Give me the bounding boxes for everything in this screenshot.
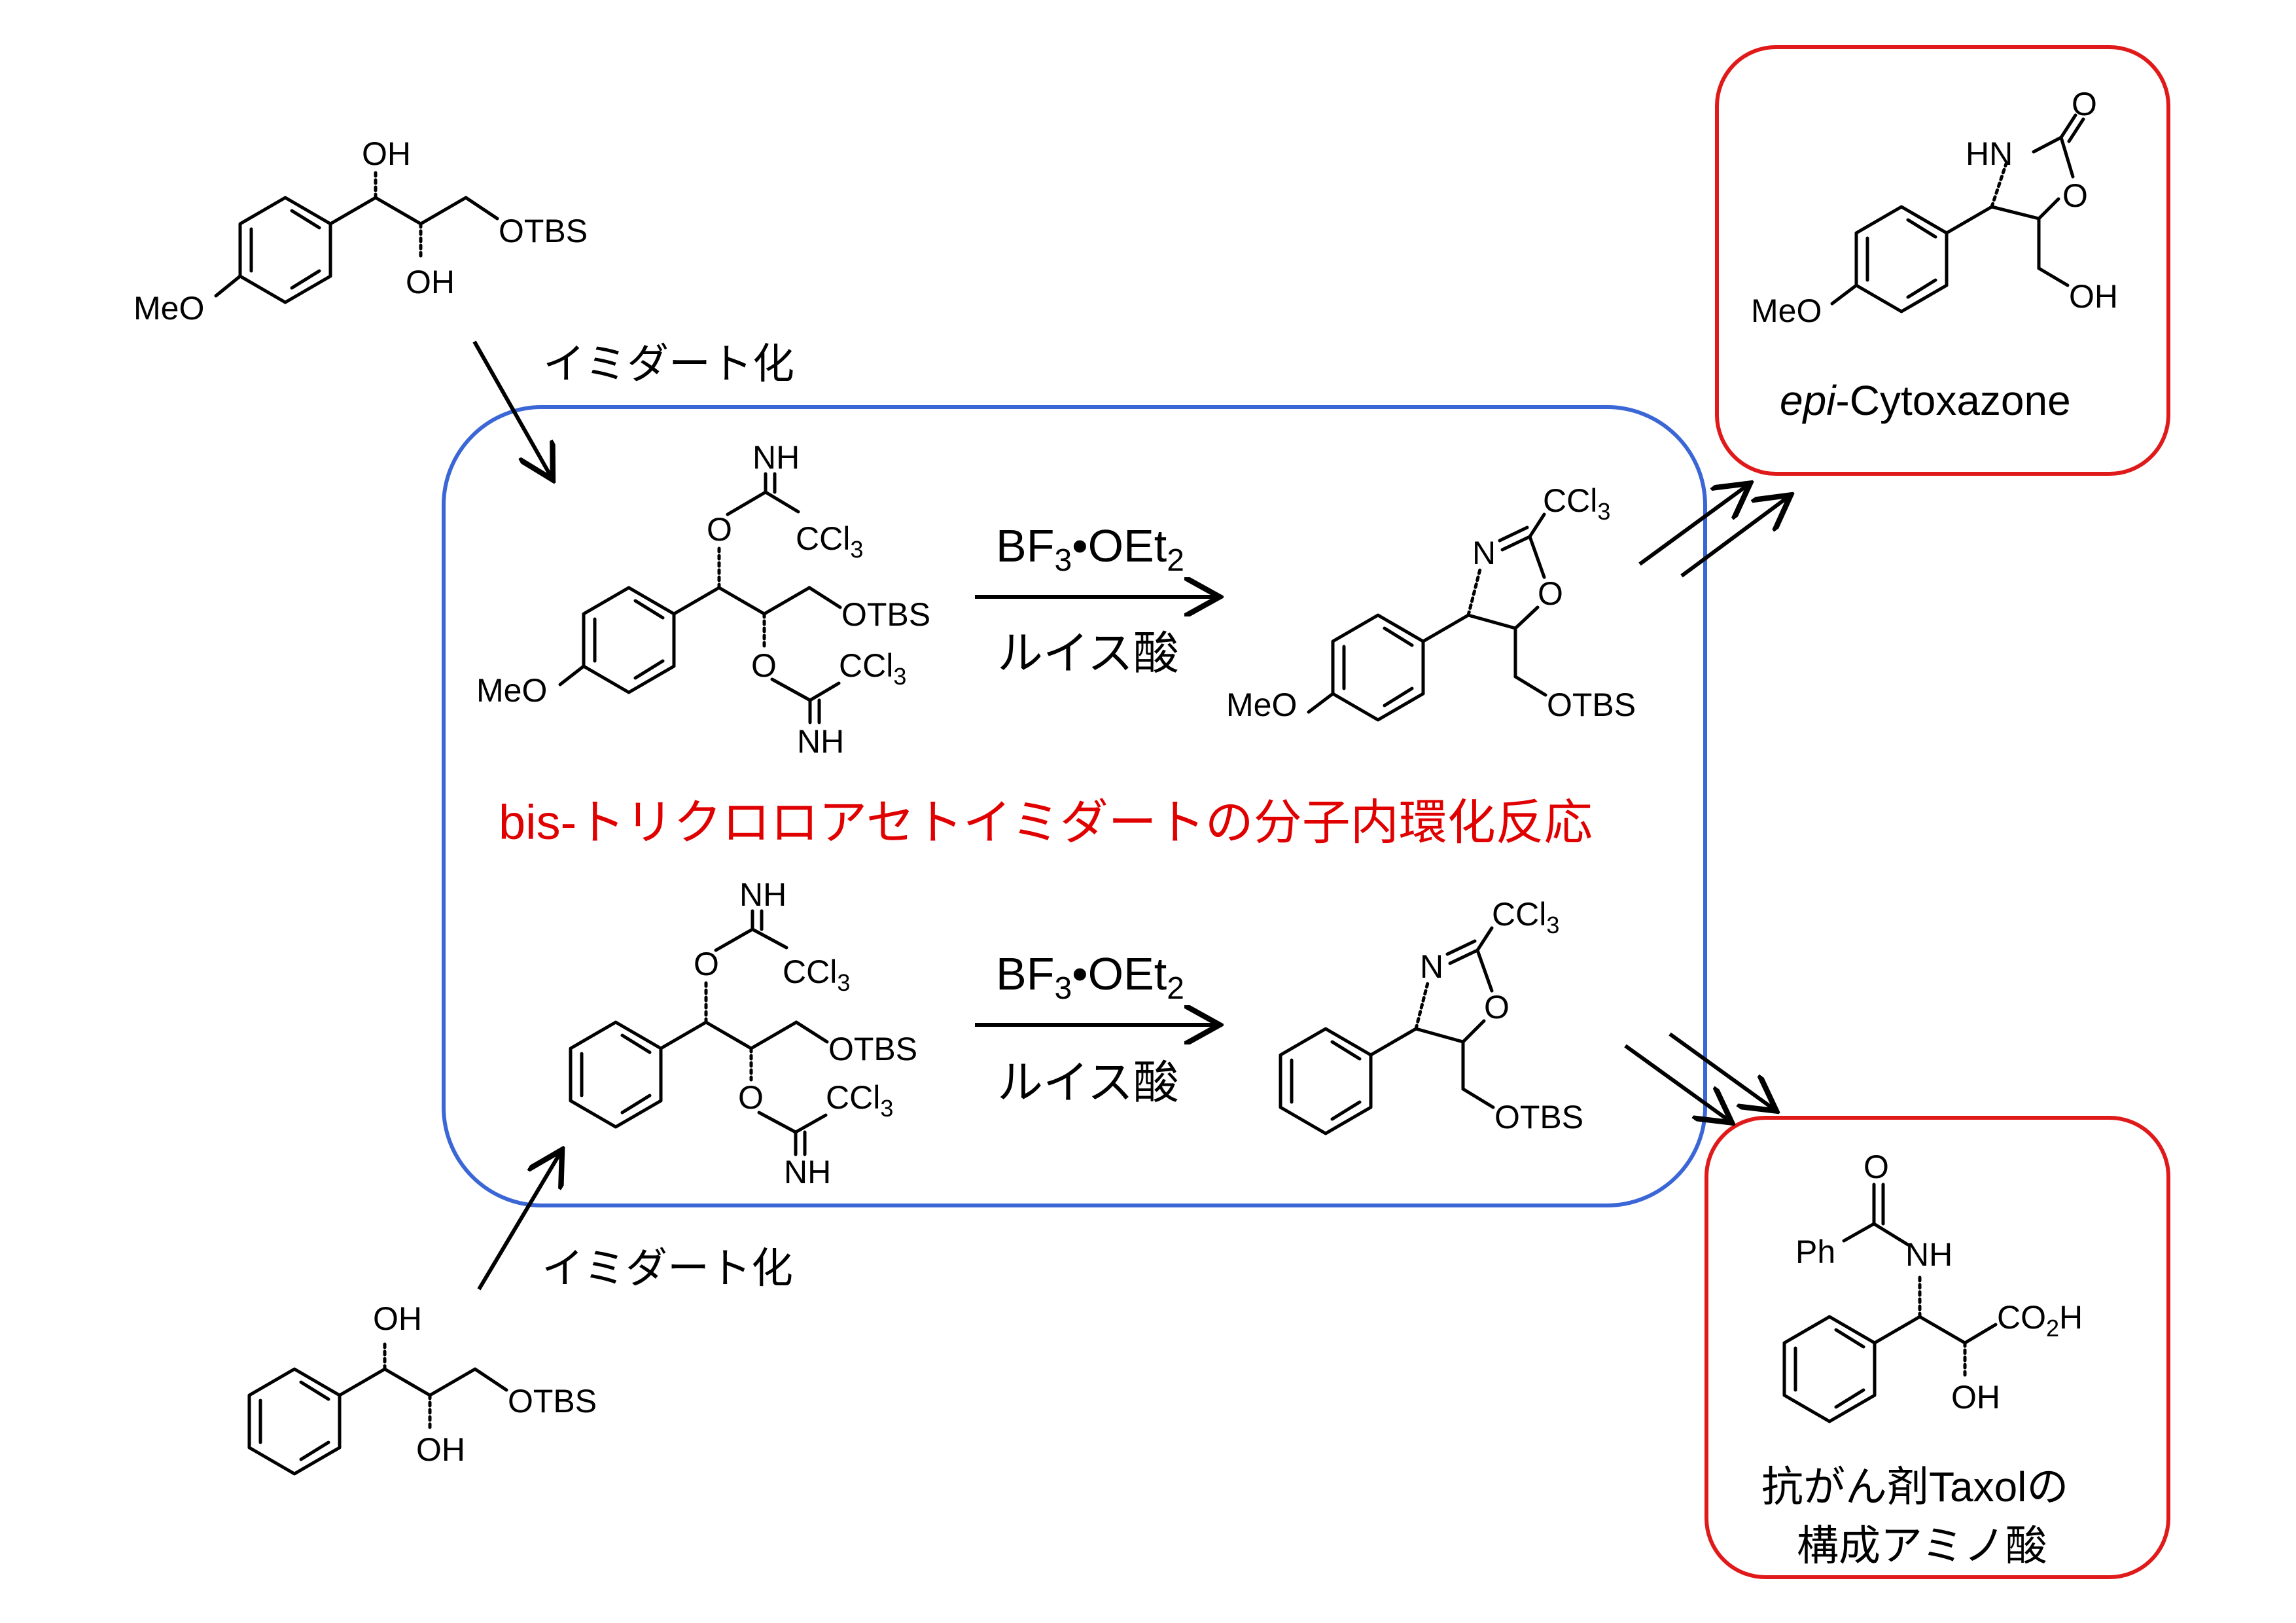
cytoxazone-ring-o: O [2062, 177, 2088, 214]
bottom-diol-otbs: OTBS [508, 1383, 597, 1419]
bottom-imidate-ccl3-1: CCl3 [783, 954, 850, 996]
taxol-side-chain-structure: O Ph NH CO2H OH [1782, 1149, 2083, 1423]
cytoxazone-carbonyl-o: O [2072, 86, 2097, 122]
top-imidate-nh1: NH [752, 439, 800, 476]
top-imidate-otbs: OTBS [841, 596, 930, 633]
imidation-arrow-top [472, 340, 551, 476]
blue-reaction-box [442, 405, 1707, 1207]
top-oxazoline-n: N [1472, 535, 1496, 571]
bottom-diol-oh2: OH [416, 1431, 465, 1468]
top-oxazoline-otbs: OTBS [1547, 687, 1636, 723]
top-diol-otbs: OTBS [499, 213, 588, 249]
bottom-imidate-ccl3-2: CCl3 [826, 1079, 893, 1122]
bottom-oxazoline-ccl3: CCl3 [1492, 896, 1559, 938]
top-imidate-meo: MeO [476, 672, 547, 709]
imidation-label-top: イミダート化 [543, 340, 794, 387]
bottom-imidate-o1: O [694, 946, 719, 982]
taxol-oh: OH [1951, 1379, 2000, 1416]
bottom-bis-imidate-structure: NH O CCl3 OTBS O CCl3 NH [569, 876, 917, 1190]
taxol-label-line1: 抗がん剤Taxolの [1761, 1463, 2068, 1510]
multistep-arrow-top-2 [1680, 497, 1788, 578]
bottom-imidate-nh2: NH [784, 1154, 831, 1190]
epi-cytoxazone-structure: HN O O OH MeO [1751, 86, 2118, 329]
taxol-ph: Ph [1795, 1234, 1835, 1270]
top-diol-oh2: OH [406, 264, 455, 300]
top-bis-imidate-structure: NH O CCl3 OTBS O CCl3 NH MeO [476, 439, 930, 760]
cytoxazone-meo: MeO [1751, 293, 1822, 329]
epi-cytoxazone-label: epi-Cytoxazone [1780, 377, 2071, 424]
lewis-acid-bottom: ルイス酸 [997, 1057, 1179, 1108]
red-heading: bis-トリクロロアセトイミダートの分子内環化反応 [499, 795, 1593, 849]
bottom-imidate-nh1: NH [739, 876, 786, 913]
bottom-oxazoline-o: O [1484, 989, 1510, 1026]
imidation-arrow-bottom [477, 1153, 560, 1291]
top-oxazoline-ccl3: CCl3 [1543, 482, 1610, 525]
taxol-label-line2: 構成アミノ酸 [1797, 1522, 2047, 1569]
top-imidate-ccl3-2: CCl3 [839, 647, 906, 690]
top-imidate-ccl3-1: CCl3 [796, 520, 863, 563]
cytoxazone-oh: OH [2069, 278, 2118, 315]
reagent-bottom: BF3•OEt2 [996, 948, 1184, 1006]
taxol-co2h: CO2H [1997, 1299, 2083, 1342]
reagent-top: BF3•OEt2 [996, 520, 1184, 578]
bottom-imidate-otbs: OTBS [828, 1031, 917, 1067]
taxol-nh: NH [1905, 1236, 1952, 1273]
top-diol-meo: MeO [133, 290, 204, 327]
bottom-oxazoline-n: N [1420, 948, 1443, 985]
bottom-diol-structure: OH OH OTBS [247, 1300, 597, 1476]
multistep-arrow-bottom-2 [1669, 1032, 1773, 1109]
red-box-epi-cytoxazone [1715, 45, 2170, 476]
lewis-acid-top: ルイス酸 [997, 628, 1179, 679]
top-imidate-nh2: NH [797, 723, 844, 760]
taxol-carbonyl-o: O [1863, 1149, 1889, 1185]
red-box-taxol-amino-acid [1704, 1116, 2170, 1579]
bottom-diol-oh1: OH [373, 1300, 422, 1337]
top-oxazoline-meo: MeO [1226, 687, 1297, 723]
top-diol-structure: OH OH OTBS MeO [133, 135, 588, 327]
top-imidate-o1: O [707, 511, 732, 548]
top-oxazoline-structure: N O CCl3 OTBS MeO [1226, 482, 1636, 723]
multistep-arrow-bottom-1 [1624, 1044, 1729, 1120]
cytoxazone-hn: HN [1966, 135, 2013, 172]
multistep-arrow-top-1 [1638, 486, 1747, 566]
bottom-imidate-o2: O [738, 1079, 764, 1116]
imidation-label-bottom: イミダート化 [542, 1245, 793, 1292]
bottom-oxazoline-otbs: OTBS [1494, 1099, 1583, 1135]
top-diol-oh1: OH [362, 135, 411, 172]
bottom-oxazoline-structure: N O CCl3 OTBS [1279, 896, 1583, 1135]
top-imidate-o2: O [751, 647, 777, 684]
top-oxazoline-o: O [1538, 575, 1563, 612]
